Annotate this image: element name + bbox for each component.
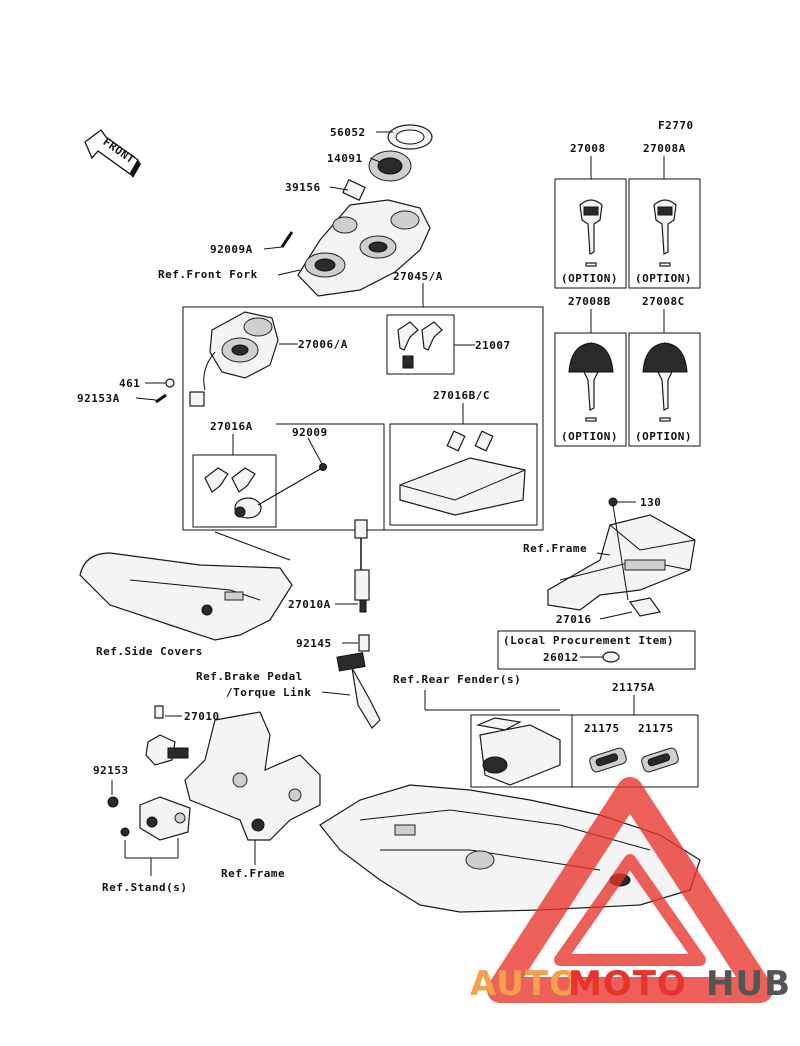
key-box-27008 [554, 178, 627, 289]
label-torque-link: /Torque Link [226, 686, 311, 699]
lower-frame [184, 711, 321, 841]
label-130: 130 [640, 496, 661, 509]
leader-92009 [276, 423, 385, 530]
label-56052: 56052 [330, 126, 366, 139]
key-box-27008a [628, 178, 701, 289]
label-92153a: 92153A [77, 392, 120, 405]
figure-code: F2770 [658, 119, 694, 132]
label-ref-stand: Ref.Stand(s) [102, 881, 187, 894]
key-pair-21007 [397, 321, 443, 369]
local-procurement-box [497, 630, 696, 670]
rear-frame-bracket [547, 504, 696, 617]
watermark-text: AUTO MOTO HUB [470, 964, 791, 1004]
box-27016a [192, 454, 277, 528]
label-14091: 14091 [327, 152, 363, 165]
label-ref-frame-1: Ref.Frame [523, 542, 587, 555]
label-27010a: 27010A [288, 598, 331, 611]
option-label-2: (OPTION) [635, 272, 692, 285]
label-27016: 27016 [556, 613, 592, 626]
cover-14091 [368, 150, 412, 182]
label-ref-front-fork: Ref.Front Fork [158, 268, 258, 281]
svg-text:AUTO: AUTO [470, 964, 579, 1004]
ignition-switch-27006a [189, 311, 279, 407]
local-procurement-label: (Local Procurement Item) [503, 634, 674, 647]
label-92009: 92009 [292, 426, 328, 439]
stand-bracket [120, 796, 191, 841]
label-27010: 27010 [184, 710, 220, 723]
label-26012: 26012 [543, 651, 579, 664]
sidestand-switch-27010 [145, 705, 189, 766]
label-39156: 39156 [285, 181, 321, 194]
watermark-logo [487, 777, 773, 1003]
label-27045a: 27045/A [393, 270, 443, 283]
box-27016bc [389, 423, 538, 526]
label-27008c: 27008C [642, 295, 685, 308]
key-27008b [568, 342, 614, 422]
label-21175-2: 21175 [638, 722, 674, 735]
cap-56052 [387, 124, 433, 150]
key-27008c [642, 342, 688, 422]
front-arrow-icon [84, 129, 141, 178]
bolt-92009a [280, 231, 294, 248]
screw-92153a [155, 393, 167, 404]
label-ref-brake-pedal: Ref.Brake Pedal [196, 670, 303, 683]
upper-clamp [297, 199, 431, 297]
key-27008 [579, 199, 603, 267]
tool-pouch [475, 717, 561, 786]
svg-text:HUB: HUB [706, 964, 791, 1004]
label-27016bc: 27016B/C [433, 389, 490, 402]
washer-461 [165, 378, 175, 388]
option-label-4: (OPTION) [635, 430, 692, 443]
label-ref-frame-2: Ref.Frame [221, 867, 285, 880]
label-21175a: 21175A [612, 681, 655, 694]
label-21175-1: 21175 [584, 722, 620, 735]
key-box-27008b [554, 332, 627, 447]
label-92145: 92145 [296, 637, 332, 650]
pad-26012 [602, 651, 620, 663]
option-label-1: (OPTION) [561, 272, 618, 285]
label-27008a: 27008A [643, 142, 686, 155]
band-21175-1 [589, 747, 627, 773]
bolt-130 [608, 497, 618, 507]
label-27016a: 27016A [210, 420, 253, 433]
label-ref-side-covers: Ref.Side Covers [96, 645, 203, 658]
brake-pedal [336, 652, 381, 729]
label-92153: 92153 [93, 764, 129, 777]
label-21007: 21007 [475, 339, 511, 352]
label-92009a: 92009A [210, 243, 253, 256]
label-27006a: 27006/A [298, 338, 348, 351]
key-27008a [653, 199, 677, 267]
side-cover [79, 552, 293, 641]
bolt-92009-shaft [257, 467, 323, 506]
immobilizer-27016a [204, 467, 262, 519]
key-box-27008c [628, 332, 701, 447]
label-27008b: 27008B [568, 295, 611, 308]
band-21175-2 [641, 747, 679, 773]
option-label-3: (OPTION) [561, 430, 618, 443]
seal-39156 [342, 179, 366, 201]
label-461: 461 [119, 377, 140, 390]
keyset-box-21007 [386, 314, 455, 375]
label-27008: 27008 [570, 142, 606, 155]
label-ref-rear-fender: Ref.Rear Fender(s) [393, 673, 521, 686]
bolt-92153 [107, 796, 119, 808]
ecu-unit [399, 430, 526, 516]
svg-text:MOTO: MOTO [568, 964, 687, 1004]
switch-27010a [354, 519, 370, 652]
